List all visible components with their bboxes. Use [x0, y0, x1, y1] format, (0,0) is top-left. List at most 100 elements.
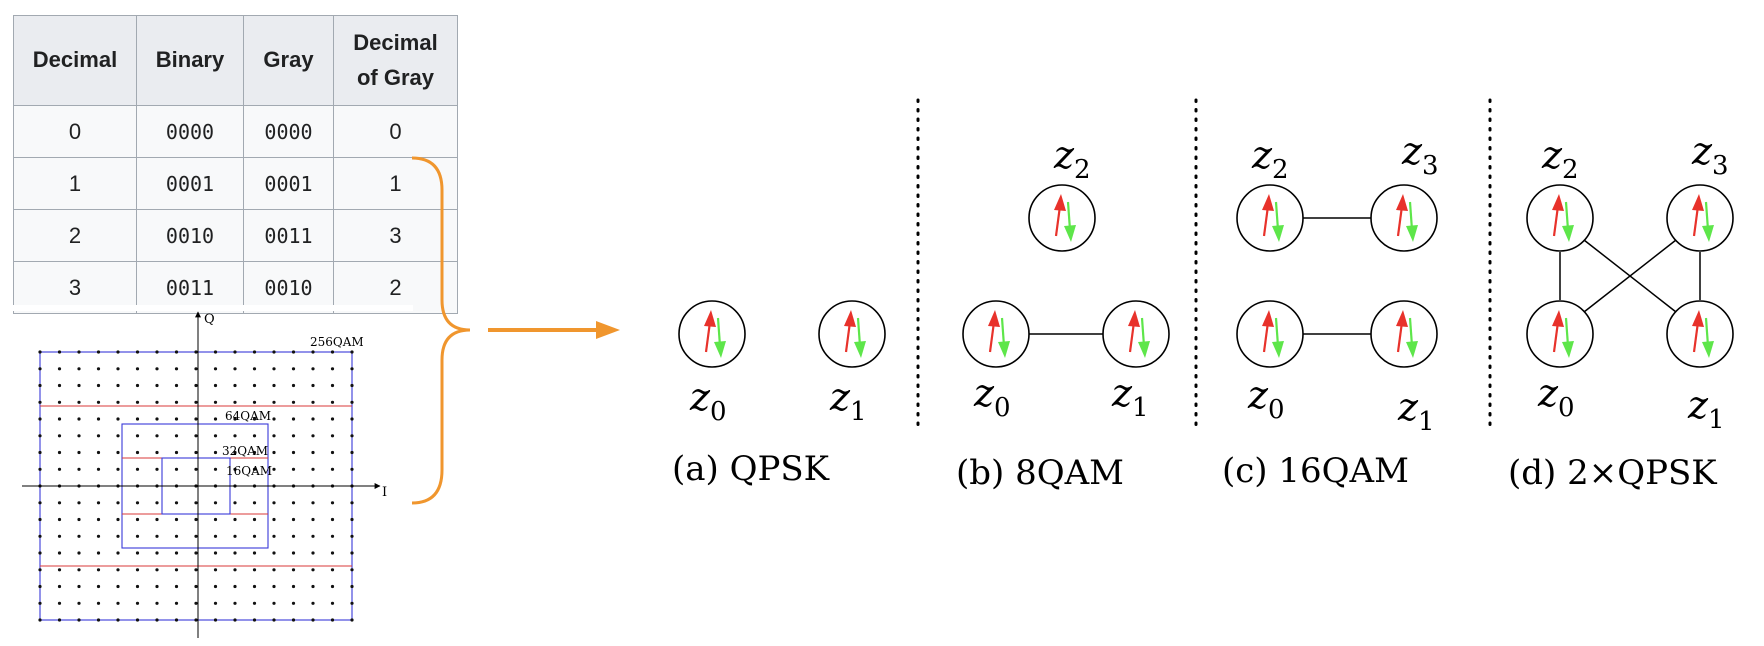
spin-down-arrow-icon — [1562, 225, 1574, 242]
spin-node-z1 — [1102, 300, 1170, 368]
constellation-point — [291, 450, 296, 455]
constellation-point — [272, 434, 276, 438]
constellation-point — [291, 584, 296, 589]
constellation-point — [57, 551, 62, 555]
spin-down-arrow-icon — [1702, 225, 1714, 242]
node-circle — [678, 300, 746, 368]
constellation-point — [194, 584, 198, 589]
constellation-point — [174, 534, 179, 538]
constellation-point — [116, 450, 120, 455]
constellation-point — [311, 467, 315, 471]
constellation-point — [272, 517, 276, 522]
spin-up-arrow-shaft — [1262, 321, 1270, 353]
constellation-point — [252, 367, 257, 371]
constellation-point — [272, 467, 276, 471]
constellation-point — [77, 618, 81, 622]
spin-down-arrow-shaft — [1000, 317, 1006, 347]
constellation-point — [174, 350, 179, 354]
constellation-point — [38, 450, 42, 455]
node-circle — [1028, 184, 1096, 252]
spin-up-arrow-shaft — [1552, 321, 1560, 353]
node-label-z3: z3 — [1401, 129, 1439, 181]
constellation-point — [77, 551, 81, 555]
constellation-point — [194, 400, 198, 404]
constellation-point — [213, 367, 218, 371]
constellation-point — [291, 350, 296, 354]
constellation-point — [233, 551, 237, 555]
constellation-point — [116, 501, 120, 505]
constellation-point — [291, 501, 296, 505]
constellation-point — [155, 517, 159, 522]
table-cell: 3 — [333, 209, 458, 262]
constellation-point — [174, 400, 179, 404]
constellation-point — [57, 534, 62, 538]
spin-up-arrow-icon — [1396, 194, 1408, 211]
constellation-point — [311, 618, 315, 622]
constellation-point — [135, 584, 140, 589]
caption-8qam: (b) 8QAM — [956, 453, 1124, 493]
constellation-point — [155, 618, 159, 622]
constellation-point — [194, 350, 198, 354]
constellation-point — [330, 350, 335, 354]
constellation-point — [350, 601, 354, 605]
caption-2xqpsk: (d) 2×QPSK — [1508, 453, 1717, 493]
spin-up-arrow-icon — [1692, 194, 1704, 211]
constellation-point — [155, 501, 159, 505]
constellation-point — [350, 417, 354, 421]
constellation-point — [174, 601, 179, 605]
constellation-point — [96, 534, 101, 538]
constellation-point — [350, 568, 354, 572]
panel-2xqpsk: z2 z3 z0 z1 (d) 2×QPSK — [1508, 129, 1734, 493]
constellation-point — [96, 601, 101, 605]
constellation-point — [174, 517, 179, 522]
constellation-point — [330, 383, 335, 388]
constellation-point — [213, 551, 218, 555]
constellation-point — [77, 517, 81, 522]
constellation-point — [38, 551, 42, 555]
constellation-point — [272, 534, 276, 538]
constellation-point — [77, 568, 81, 572]
constellation-point — [77, 467, 81, 471]
constellation-point — [194, 467, 198, 471]
constellation-point — [252, 383, 257, 388]
spin-node-z0 — [962, 300, 1030, 368]
constellation-point — [213, 434, 218, 438]
constellation-point — [116, 517, 120, 522]
constellation-point — [116, 417, 120, 421]
constellation-point — [330, 501, 335, 505]
constellation-point — [96, 551, 101, 555]
orange-brace — [411, 156, 471, 505]
constellation-point — [96, 400, 101, 404]
constellation-point — [174, 367, 179, 371]
spin-up-arrow-shaft — [1054, 205, 1062, 237]
constellation-point — [291, 534, 296, 538]
constellation-point — [155, 434, 159, 438]
constellation-point — [213, 534, 218, 538]
constellation-point — [233, 417, 237, 421]
constellation-point — [272, 350, 276, 354]
node-label-z1: z1 — [1687, 383, 1725, 435]
node-circle — [1666, 184, 1734, 252]
spin-node-z3 — [1370, 184, 1438, 252]
spin-up-arrow-shaft — [844, 321, 852, 353]
constellation-point — [252, 450, 257, 455]
panel-qpsk: z0 z1 (a) QPSK — [672, 300, 886, 489]
constellation-point — [272, 501, 276, 505]
spin-down-arrow-icon — [1064, 225, 1076, 242]
constellation-point — [116, 383, 120, 388]
constellation-point — [252, 551, 257, 555]
constellation-point — [96, 501, 101, 505]
table-cell: 0000 — [136, 105, 244, 158]
constellation-point — [311, 450, 315, 455]
spin-node-z0 — [1236, 300, 1304, 368]
panel-separators — [916, 98, 1492, 428]
constellation-point — [174, 450, 179, 455]
constellation-point — [311, 400, 315, 404]
spin-down-arrow-shaft — [1274, 317, 1280, 347]
constellation-point — [272, 417, 276, 421]
constellation-point — [330, 601, 335, 605]
constellation-point — [174, 584, 179, 589]
constellation-point — [174, 467, 179, 471]
constellation-point — [96, 417, 101, 421]
